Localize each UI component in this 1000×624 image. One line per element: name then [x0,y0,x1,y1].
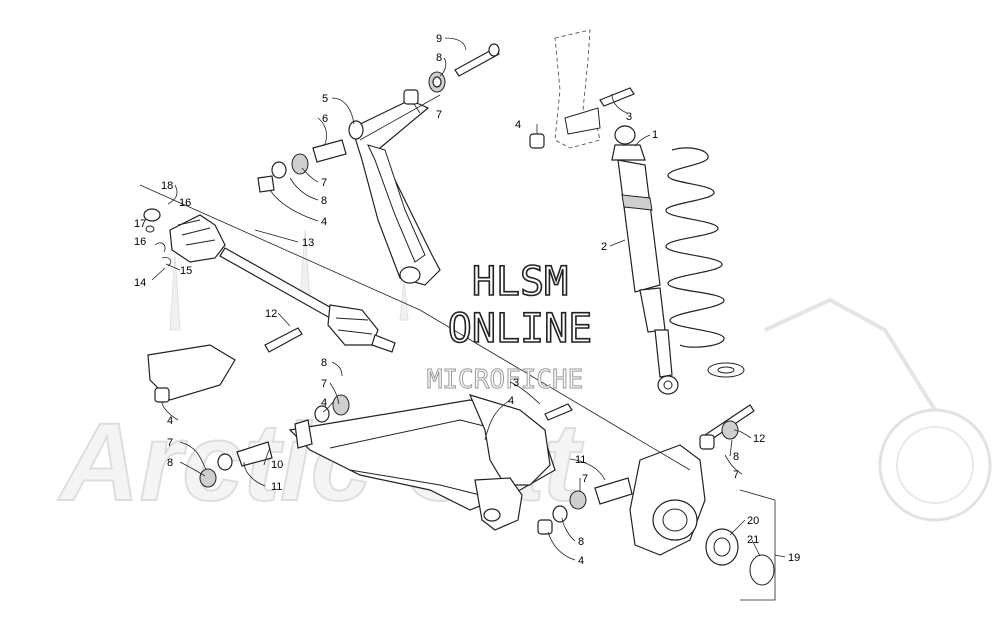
callout-14: 14 [134,277,146,289]
steering-knuckle [529,87,775,586]
shock-absorber [611,125,679,395]
callout-9: 9 [436,33,442,45]
callout-20: 20 [747,515,759,527]
callout-11: 11 [575,454,586,466]
watermark-line-2: ONLINE [448,306,593,352]
cv-axle [143,208,396,353]
callout-3: 3 [513,377,519,389]
callout-15: 15 [180,265,192,277]
callout-11: 11 [271,481,282,493]
callout-10: 10 [271,459,283,471]
coil-spring [665,147,745,378]
callout-6: 6 [322,113,328,125]
watermark-line-3: MICROFICHE [427,365,584,395]
callout-4: 4 [321,216,327,228]
callout-12: 12 [753,433,765,445]
callout-8: 8 [167,457,173,469]
callout-8: 8 [321,357,327,369]
callout-4: 4 [508,395,514,407]
callout-21: 21 [747,534,759,546]
callout-8: 8 [733,451,739,463]
upper-a-arm [348,99,441,286]
callout-17: 17 [134,218,146,230]
callout-8: 8 [578,536,584,548]
callout-19: 19 [788,552,800,564]
lower-arm-hardware [147,327,573,488]
callout-7: 7 [582,473,588,485]
hlsm-watermark: HLSM ONLINE MICROFICHE [426,258,593,395]
watermark-line-1: HLSM [472,259,568,305]
callout-5: 5 [322,93,328,105]
callout-numbers: 9 8 5 7 6 7 8 4 3 4 1 2 18 16 17 16 13 1… [134,33,800,567]
callout-16: 16 [179,197,191,209]
callout-12: 12 [265,308,277,320]
upper-arm-hardware [257,43,500,193]
callout-7: 7 [167,437,173,449]
callout-4: 4 [167,415,173,427]
callout-7: 7 [321,177,327,189]
guide-lines [139,94,776,601]
frame-bracket-upper [554,29,601,149]
callout-3: 3 [626,111,632,123]
callout-4: 4 [321,397,327,409]
callout-16: 16 [134,236,146,248]
callout-leaders [151,37,786,561]
callout-1: 1 [652,129,658,141]
callout-18: 18 [161,180,173,192]
callout-7: 7 [733,469,739,481]
callout-4: 4 [515,119,521,131]
callout-4: 4 [578,555,584,567]
callout-8: 8 [321,195,327,207]
callout-7: 7 [436,109,442,121]
callout-2: 2 [601,241,607,253]
callout-13: 13 [302,237,314,249]
callout-8: 8 [436,52,442,64]
callout-7: 7 [321,378,327,390]
